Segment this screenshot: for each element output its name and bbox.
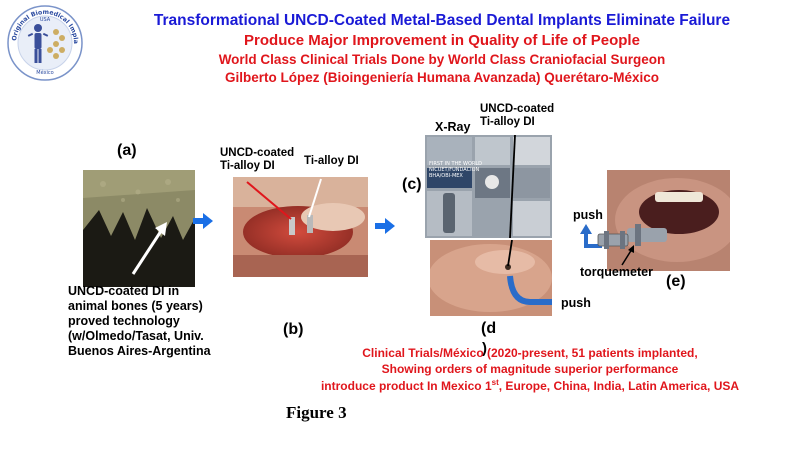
panel-e-photo [607,170,730,271]
panel-b-label-ti: Ti-alloy DI [304,155,359,167]
panel-c-xray-label: X-Ray [435,120,471,134]
logo: Original Biomedical Implants USA México [4,0,84,82]
figure-label: Figure 3 [286,403,347,422]
panel-a-caption-line: Buenos Aires-Argentina [68,344,211,358]
footer-line-1: Clinical Trials/México (2020-present, 51… [362,346,698,360]
panel-a-micrograph [83,170,195,287]
panel-c-inset-text: FIRST IN THE WORLD NICUET/FUNDACION BHA/… [429,161,482,179]
footer-line-2: Showing orders of magnitude superior per… [381,362,679,376]
logo-emblem: Original Biomedical Implants USA México [4,0,83,81]
footer-line-3: introduce product In Mexico 1st, Europe,… [250,378,800,393]
logo-top-text: USA [40,17,51,23]
panel-a-caption-line: proved technology [68,314,180,328]
logo-bottom-text: México [36,69,53,76]
panel-d-letter-paren: ) [482,340,487,357]
panel-e-torquemeter: torquemeter [580,265,653,279]
panel-c-inset-line: FIRST IN THE WORLD [429,161,482,167]
footer-line-3-b: , Europe, China, India, Latin America, U… [498,379,740,393]
panel-c-xray-collage: FIRST IN THE WORLD NICUET/FUNDACION BHA/… [425,135,552,238]
panel-c-letter: (c) [402,176,422,193]
title-line-2: Produce Major Improvement in Quality of … [244,32,640,49]
panel-a-letter: (a) [117,142,137,159]
panel-a-caption-line: UNCD-coated DI in [68,284,180,298]
panel-d-letter: (d [481,320,497,337]
title-line-4: Gilberto López (Bioingeniería Humana Ava… [224,70,660,85]
footer-line-3-a: introduce product In Mexico 1 [320,379,492,393]
panel-d-letter-text: (d [481,320,497,337]
pointer-arrow-icon [621,245,634,266]
panel-e-letter: (e) [666,273,686,290]
panel-b-surgery-photo [233,177,368,277]
panel-c-inset-line: BHA/OBI-MEX [429,173,463,179]
panel-a-caption-line: animal bones (5 years) [68,299,203,313]
arrow-right-icon [375,218,395,234]
panel-c-label-uncd-line: UNCD-coated [480,103,555,115]
panel-d-mouth-photo [430,240,552,316]
panel-e-push: push [573,208,603,222]
panel-a-caption: UNCD-coated DI in animal bones (5 years)… [68,284,211,359]
torquemeter-icon [580,224,629,249]
panel-c-label-uncd: UNCD-coated Ti-alloy DI [480,103,554,129]
panel-b-label-uncd-line: Ti-alloy DI [220,160,275,172]
panel-c-inset-line: NICUET/FUNDACION [429,167,480,173]
title-line-3: World Class Clinical Trials Done by Worl… [218,52,666,67]
footer-line-3-sup: st [491,378,499,387]
panel-b-label-uncd-line: UNCD-coated [220,147,295,159]
panel-b-label-uncd: UNCD-coated Ti-alloy DI [220,147,294,173]
panel-b-letter: (b) [283,321,304,338]
arrow-right-icon [193,213,213,229]
panel-a-caption-line: (w/Olmedo/Tasat, Univ. [68,329,204,343]
panel-d-push: push [561,296,591,310]
panel-c-label-uncd-line: Ti-alloy DI [480,116,535,128]
title-line-1: Transformational UNCD-Coated Metal-Based… [153,12,731,29]
